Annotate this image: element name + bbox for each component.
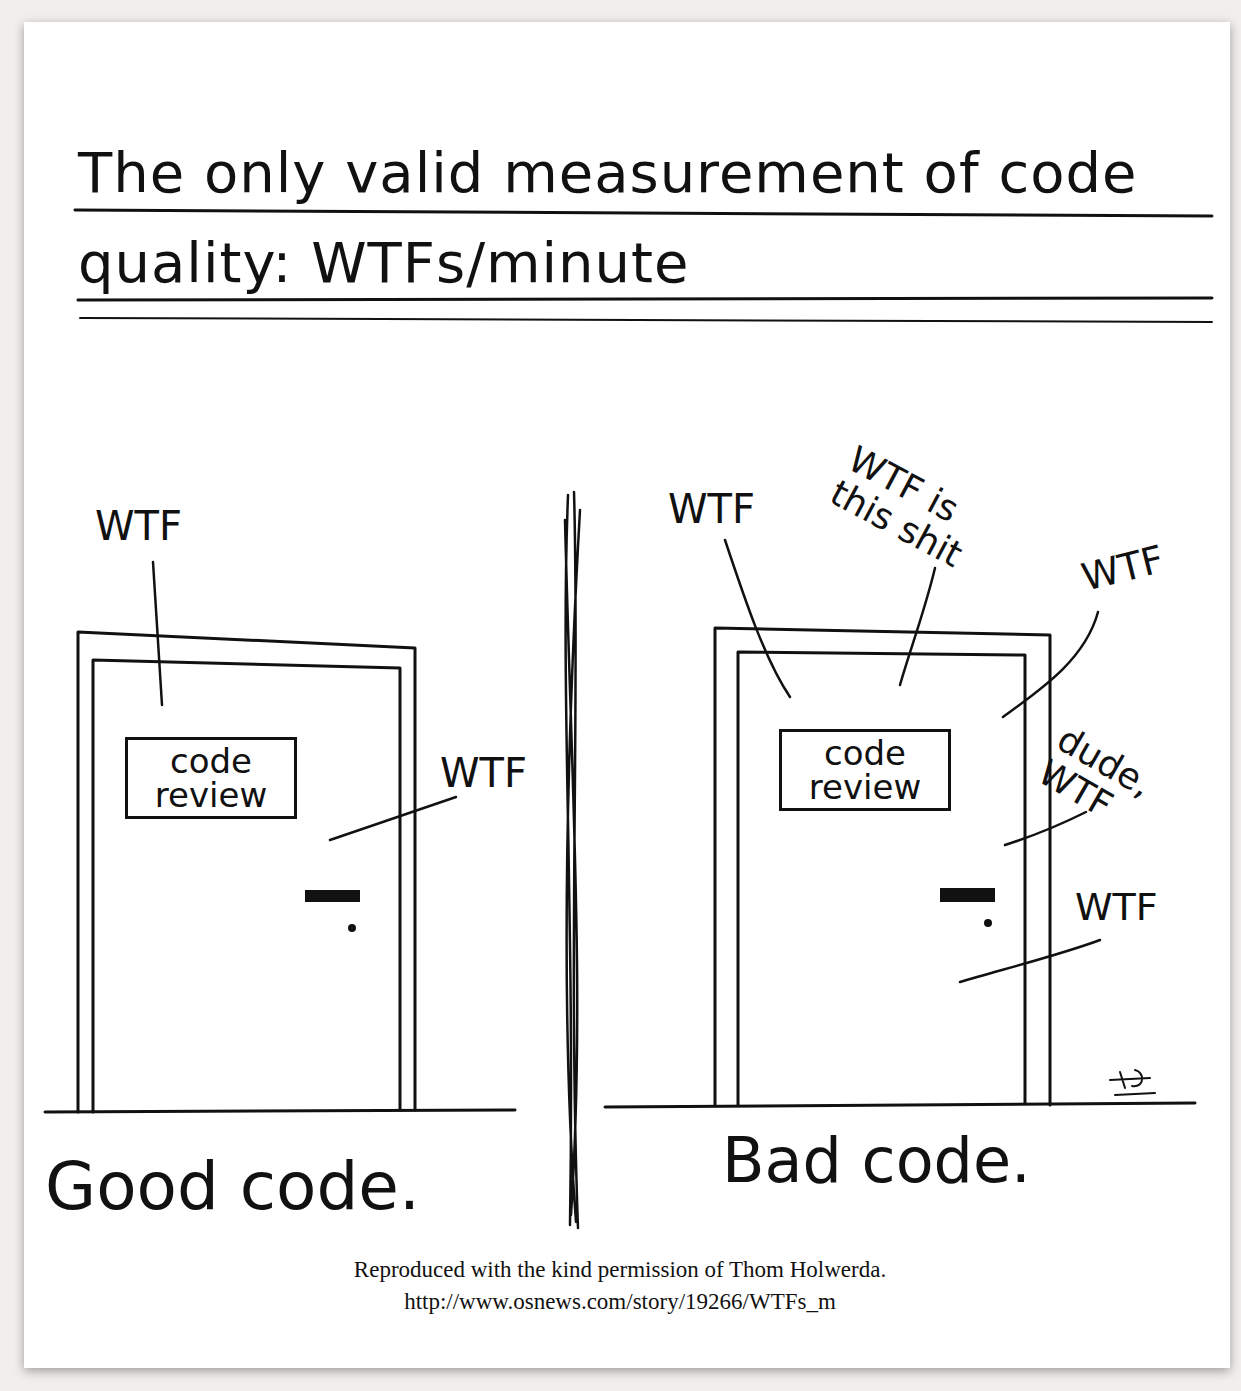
sign-text: code review — [790, 736, 940, 804]
exclamation-label: WTF — [95, 505, 215, 547]
exclamation-label: WTF — [668, 488, 788, 530]
panel-caption: Good code. — [45, 1152, 465, 1221]
sign-text: code review — [136, 744, 286, 812]
exclamation-label: WTF — [1075, 888, 1195, 928]
caption: Reproduced with the kind permission of T… — [290, 1254, 950, 1318]
door-sign: code review — [779, 729, 951, 811]
door-sign: code review — [125, 737, 297, 819]
panel-caption: Bad code. — [722, 1128, 1142, 1193]
exclamation-label: WTF — [440, 752, 560, 794]
title: The only valid measurement of code quali… — [78, 128, 1213, 308]
